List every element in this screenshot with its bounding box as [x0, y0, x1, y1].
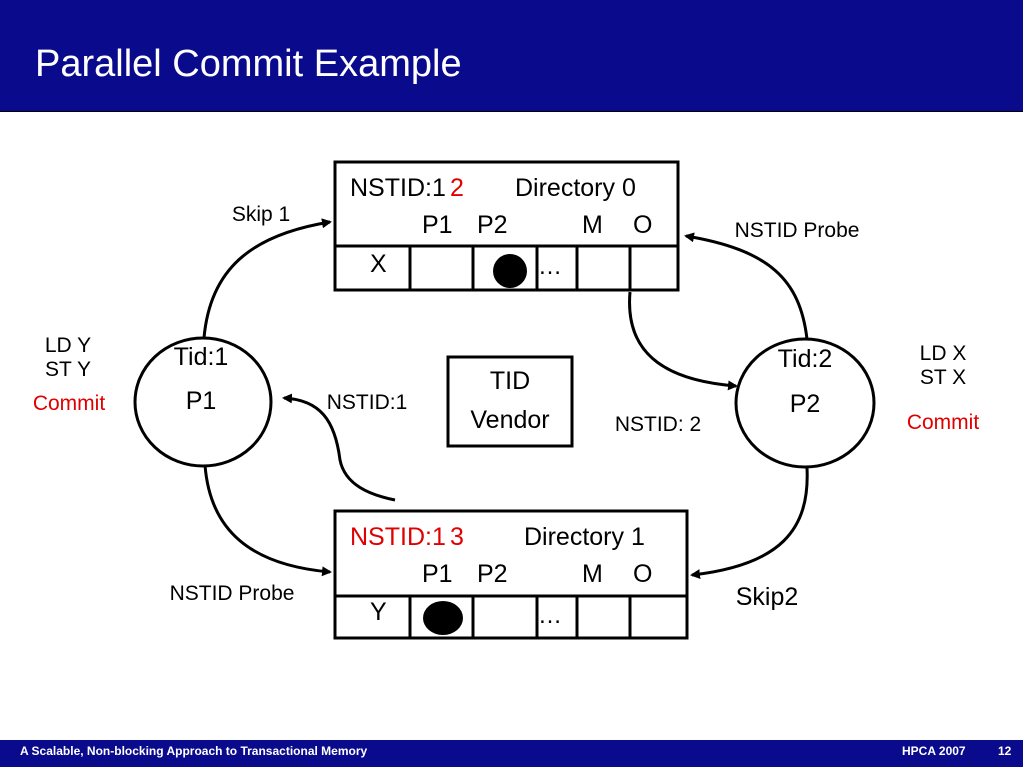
footer-paper-title: A Scalable, Non-blocking Approach to Tra… — [20, 744, 368, 758]
directory-0-col-p1: P1 — [422, 211, 453, 239]
directory-1: NSTID:1 3 Directory 1 P1 P2 M O Y … — [333, 509, 689, 640]
arrow-skip2 — [690, 467, 809, 580]
tid-vendor-line2: Vendor — [470, 406, 549, 434]
directory-1-frame — [333, 509, 689, 640]
directory-1-col-p1: P1 — [422, 560, 453, 588]
p1-op-ld: LD Y — [45, 334, 91, 357]
directory-1-p1-sharer-dot — [423, 601, 463, 635]
slide-footer: A Scalable, Non-blocking Approach to Tra… — [0, 740, 1023, 767]
label-nstid-probe-top: NSTID Probe — [735, 219, 860, 242]
directory-1-name: Directory 1 — [524, 523, 645, 551]
slide-title: Parallel Commit Example — [35, 43, 462, 85]
directory-0-nstid-new: 2 — [450, 174, 464, 202]
p2-commit-status: Commit — [907, 411, 979, 434]
p2-op-ld: LD X — [920, 342, 967, 365]
processor-p1: Tid:1 P1 — [133, 336, 273, 468]
directory-1-col-m: M — [582, 560, 603, 588]
footer-page-number: 12 — [998, 744, 1012, 758]
p2-op-st: ST X — [920, 366, 966, 389]
slide-header: Parallel Commit Example — [0, 0, 1023, 112]
arrow-nstid-probe-bottom — [203, 464, 332, 577]
directory-0-col-m: M — [582, 211, 603, 239]
directory-0: NSTID:1 2 Directory 0 P1 P2 M O X … — [333, 160, 680, 292]
arrow-skip1 — [202, 218, 332, 339]
p2-name: P2 — [790, 390, 821, 418]
arrow-nstid-probe-top — [684, 232, 809, 340]
p2-tid: Tid:2 — [778, 345, 833, 373]
directory-0-col-o: O — [633, 211, 652, 239]
p1-op-st: ST Y — [45, 358, 91, 381]
directory-1-col-p2: P2 — [477, 560, 508, 588]
directory-0-nstid-old: NSTID:1 — [350, 174, 446, 202]
processor-p2: Tid:2 P2 — [734, 337, 876, 469]
label-skip1: Skip 1 — [232, 203, 290, 226]
label-skip2: Skip2 — [736, 583, 799, 611]
directory-1-nstid-new: 3 — [450, 523, 464, 551]
directory-0-p2-sharer-dot — [493, 254, 527, 288]
directory-0-ellipsis: … — [538, 253, 562, 280]
p1-node — [133, 336, 273, 468]
label-nstid-probe-bottom: NSTID Probe — [170, 582, 295, 605]
tid-vendor-line1: TID — [490, 367, 530, 395]
p1-name: P1 — [186, 387, 217, 415]
p1-tid: Tid:1 — [174, 343, 229, 371]
footer-conference: HPCA 2007 — [902, 744, 966, 758]
label-nstid-to-p2: NSTID: 2 — [615, 413, 701, 436]
directory-1-col-o: O — [633, 560, 652, 588]
p1-commit-status: Commit — [33, 392, 105, 415]
directory-1-ellipsis: … — [538, 602, 562, 629]
tid-vendor-box — [446, 355, 574, 448]
directory-0-row-x: X — [370, 250, 387, 278]
arrow-nstid-to-p2 — [628, 291, 738, 391]
directory-0-name: Directory 0 — [515, 174, 636, 202]
arrow-nstid-to-p1 — [282, 393, 396, 502]
directory-0-col-p2: P2 — [477, 211, 508, 239]
p2-node — [734, 337, 876, 469]
tid-vendor: TID Vendor — [446, 355, 574, 448]
directory-1-nstid-old: NSTID:1 — [350, 523, 446, 551]
label-nstid-to-p1: NSTID:1 — [327, 391, 408, 414]
directory-1-row-y: Y — [370, 598, 387, 626]
